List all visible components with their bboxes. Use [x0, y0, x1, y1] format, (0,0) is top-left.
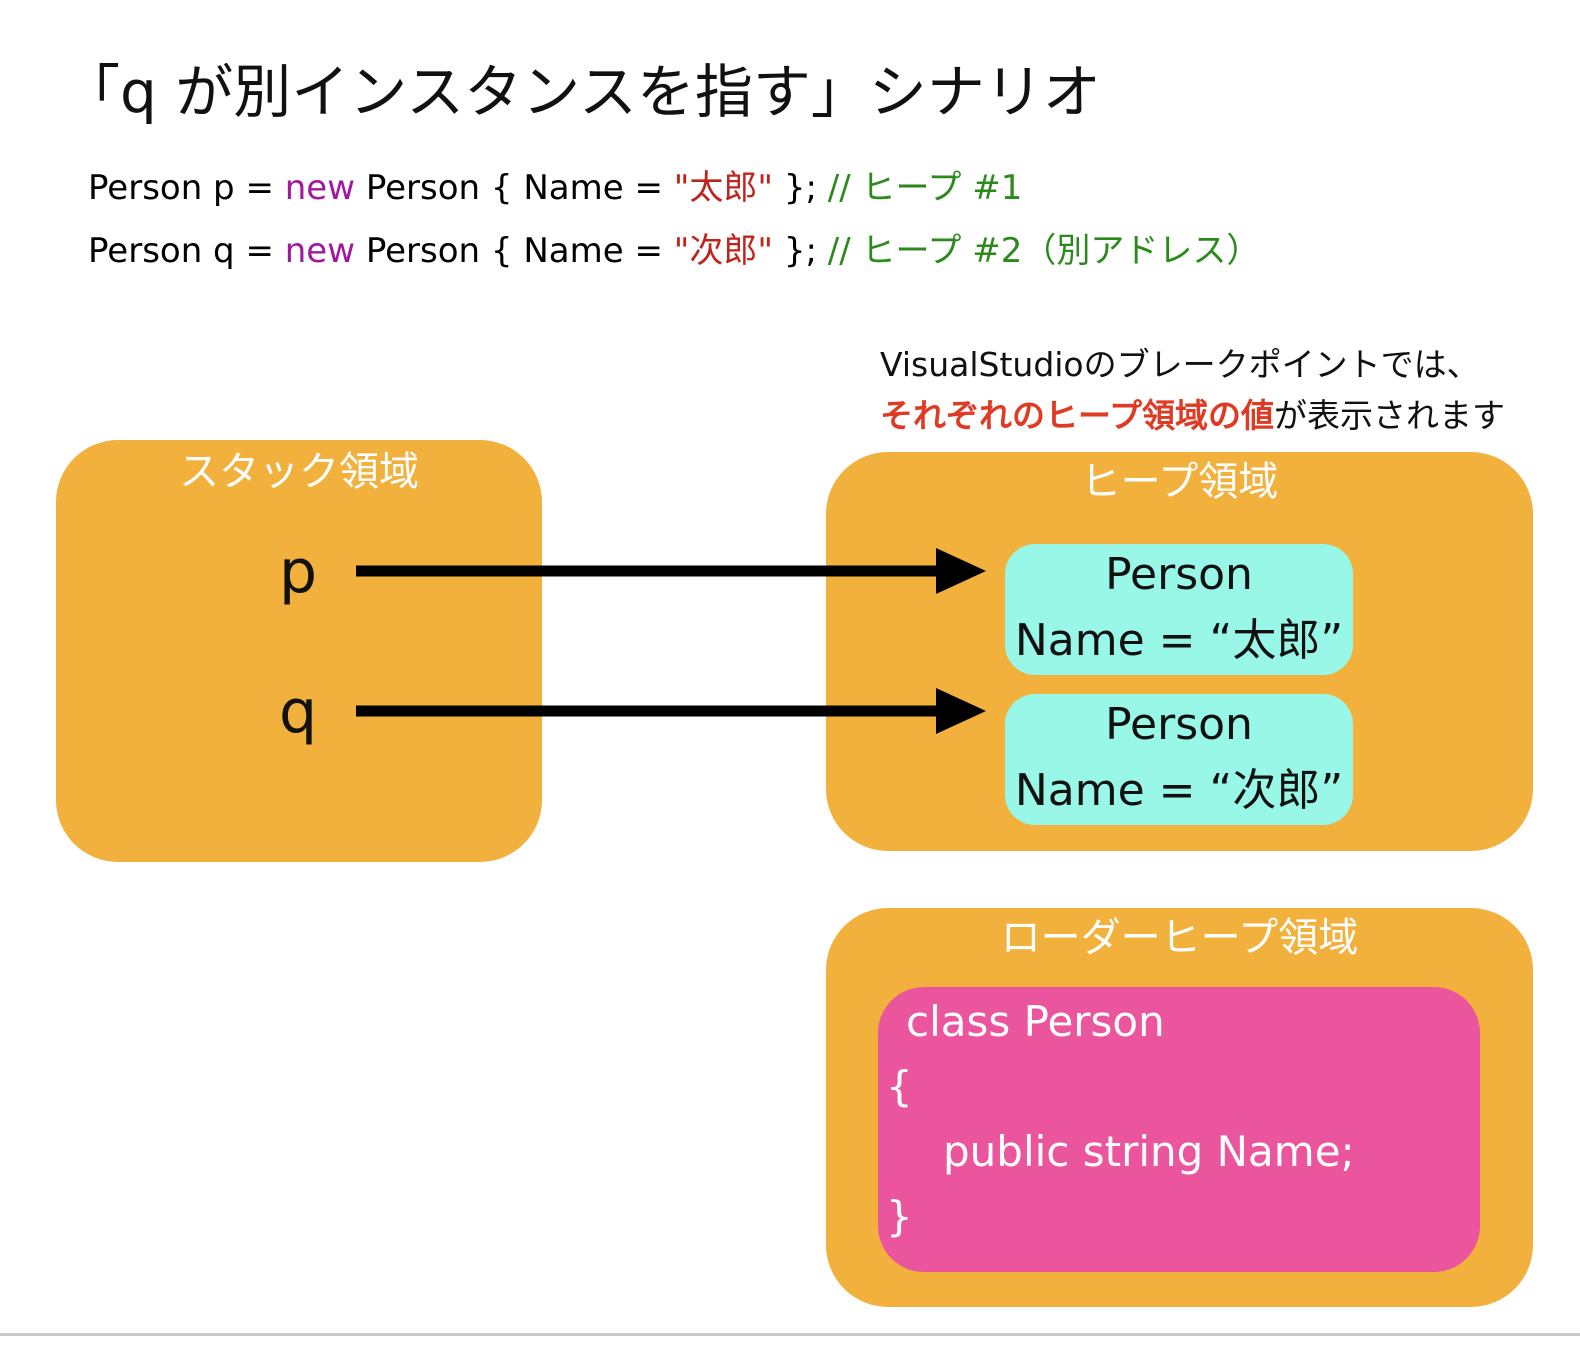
code-comment: // ヒープ #2（別アドレス） [827, 231, 1261, 271]
debugger-note-detail: それぞれのヒープ領域の値が表示されます [880, 393, 1505, 439]
code-text: Person { Name = [355, 231, 674, 271]
code-keyword: new [284, 168, 356, 208]
stack-region-title: スタック領域 [179, 449, 419, 495]
object-type: Person [1105, 549, 1253, 600]
heap-region-title: ヒープ領域 [1080, 459, 1279, 505]
heap-object-jiro: Person Name = “次郎” [1005, 694, 1353, 825]
arrow-head [936, 688, 986, 734]
code-line-p: Person p = new Person { Name = "太郎" }; /… [88, 166, 1022, 210]
code-text: Person p = [88, 168, 285, 208]
code-text: }; [773, 168, 828, 208]
class-line-field: public string Name; [943, 1127, 1355, 1176]
code-text: }; [773, 231, 828, 271]
loader-heap-region-title: ローダーヒープ領域 [1000, 915, 1359, 961]
code-text: Person { Name = [355, 168, 674, 208]
page-title: 「q が別インスタンスを指す」シナリオ [62, 58, 1101, 126]
object-type: Person [1105, 699, 1253, 750]
note-highlight: それぞれのヒープ領域の値 [880, 396, 1275, 435]
class-line-close-brace: } [886, 1192, 913, 1241]
object-value: Name = “次郎” [1014, 765, 1344, 816]
code-string: "次郎" [673, 231, 774, 271]
stack-region [56, 440, 542, 862]
arrow-head [936, 548, 986, 594]
stack-variable-p: p [279, 537, 318, 607]
heap-object-taro: Person Name = “太郎” [1005, 544, 1353, 675]
stack-variable-q: q [279, 677, 318, 747]
class-definition: class Person { public string Name; } [878, 987, 1480, 1272]
code-comment: // ヒープ #1 [827, 168, 1023, 208]
arrow-q-to-jiro [356, 688, 986, 734]
code-string: "太郎" [673, 168, 774, 208]
note-text: が表示されます [1274, 396, 1506, 435]
debugger-note: VisualStudioのブレークポイントでは、 [880, 345, 1480, 384]
bottom-divider [0, 1333, 1580, 1336]
arrow-p-to-taro [356, 548, 986, 594]
code-keyword: new [284, 231, 356, 271]
class-line-declaration: class Person [906, 997, 1165, 1046]
code-line-q: Person q = new Person { Name = "次郎" }; /… [88, 229, 1260, 273]
class-line-open-brace: { [886, 1062, 913, 1111]
object-value: Name = “太郎” [1014, 615, 1344, 666]
code-text: Person q = [88, 231, 285, 271]
